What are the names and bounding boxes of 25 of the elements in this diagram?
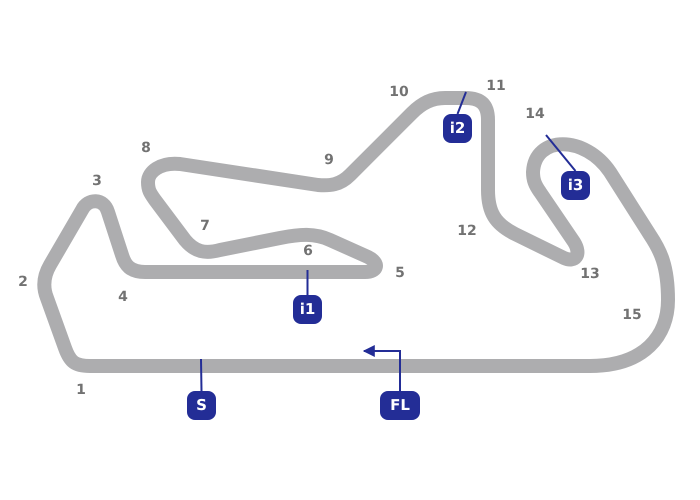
corner-number: 12 <box>457 224 477 238</box>
marker-label: i2 <box>443 114 472 143</box>
corner-number: 9 <box>324 153 334 167</box>
corner-number: 4 <box>118 290 128 304</box>
corner-number: 1 <box>76 383 86 397</box>
marker-label: i1 <box>293 295 322 324</box>
corner-number: 13 <box>580 267 600 281</box>
corner-number: 11 <box>486 79 506 93</box>
corner-number: 6 <box>303 244 313 258</box>
leader-line <box>456 92 467 114</box>
corner-number: 2 <box>18 275 28 289</box>
corner-number: 10 <box>389 85 409 99</box>
marker-label: FL <box>380 391 420 420</box>
marker-label: i3 <box>561 171 590 200</box>
corner-number: 3 <box>92 174 102 188</box>
corner-number: 14 <box>525 107 545 121</box>
corner-number: 7 <box>200 219 210 233</box>
corner-number: 8 <box>141 141 151 155</box>
leader-arrow <box>362 345 401 391</box>
leader-line <box>545 134 576 172</box>
marker-label: S <box>187 391 216 420</box>
leader-line <box>200 358 202 392</box>
leader-line <box>306 270 308 295</box>
corner-number: 15 <box>622 308 642 322</box>
corner-number: 5 <box>395 266 405 280</box>
